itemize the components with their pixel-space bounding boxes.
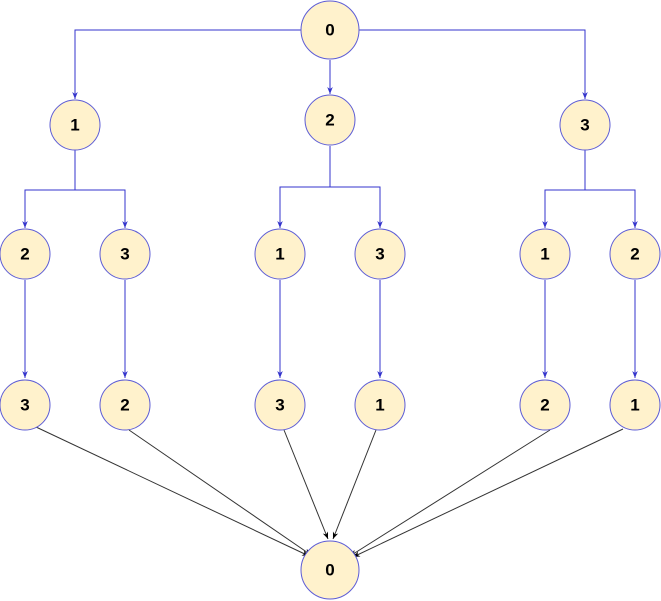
edge-l3-a2-to-end — [128, 429, 312, 556]
edge-l3-a1-to-end — [35, 426, 310, 557]
node-end: 0 — [300, 540, 360, 600]
edges-layer — [22, 29, 638, 558]
edge-l1-a-to-l2-a1 — [22, 150, 76, 228]
node-l3-b2-label: 1 — [375, 396, 384, 415]
node-l2-b2-label: 3 — [375, 245, 384, 264]
node-l3-a1-label: 3 — [20, 396, 29, 415]
node-l2-a2: 3 — [99, 228, 151, 280]
edge-l3-c2-to-end — [352, 428, 624, 558]
node-l2-a1-label: 2 — [20, 245, 29, 264]
node-l2-c2: 2 — [609, 228, 661, 280]
node-l1-c-label: 3 — [580, 116, 589, 135]
node-l3-a1: 3 — [0, 379, 51, 431]
edge-l3-b1-to-end — [283, 429, 329, 540]
node-l3-c1-label: 2 — [540, 396, 549, 415]
node-l3-c1: 2 — [519, 379, 571, 431]
node-l1-c: 3 — [559, 99, 611, 151]
node-l1-b-label: 2 — [325, 111, 334, 130]
node-l1-b: 2 — [304, 94, 356, 146]
node-l3-c2: 1 — [609, 379, 661, 431]
edge-l1-b-to-l2-b1 — [277, 146, 331, 228]
edge-l1-b-to-l2-b2 — [330, 186, 383, 228]
node-l1-a-label: 1 — [70, 116, 79, 135]
node-l2-b1: 1 — [254, 228, 306, 280]
node-l3-b1-label: 3 — [275, 396, 284, 415]
edge-l1-c-to-l2-c2 — [585, 189, 638, 228]
node-l2-b1-label: 1 — [275, 245, 284, 264]
edge-root-to-l1-c — [359, 29, 588, 99]
node-l1-a: 1 — [49, 99, 101, 151]
edge-l1-c-to-l2-c1 — [542, 150, 586, 228]
node-l2-c1-label: 1 — [540, 245, 549, 264]
node-l2-a1: 2 — [0, 228, 51, 280]
node-l3-b2: 1 — [354, 379, 406, 431]
node-l3-c2-label: 1 — [630, 396, 639, 415]
edge-l1-a-to-l2-a2 — [75, 189, 128, 228]
node-l2-c2-label: 2 — [630, 245, 639, 264]
node-l3-b1: 3 — [254, 379, 306, 431]
node-end-label: 0 — [325, 561, 334, 580]
edge-root-to-l1-a — [72, 29, 301, 99]
node-l2-b2: 3 — [354, 228, 406, 280]
node-root: 0 — [300, 0, 360, 60]
node-root-label: 0 — [325, 21, 334, 40]
node-l3-a2-label: 2 — [120, 396, 129, 415]
node-l2-a2-label: 3 — [120, 245, 129, 264]
node-l3-a2: 2 — [99, 379, 151, 431]
node-l2-c1: 1 — [519, 228, 571, 280]
edge-l3-c1-to-end — [349, 429, 551, 557]
edge-l3-b2-to-end — [332, 429, 377, 540]
